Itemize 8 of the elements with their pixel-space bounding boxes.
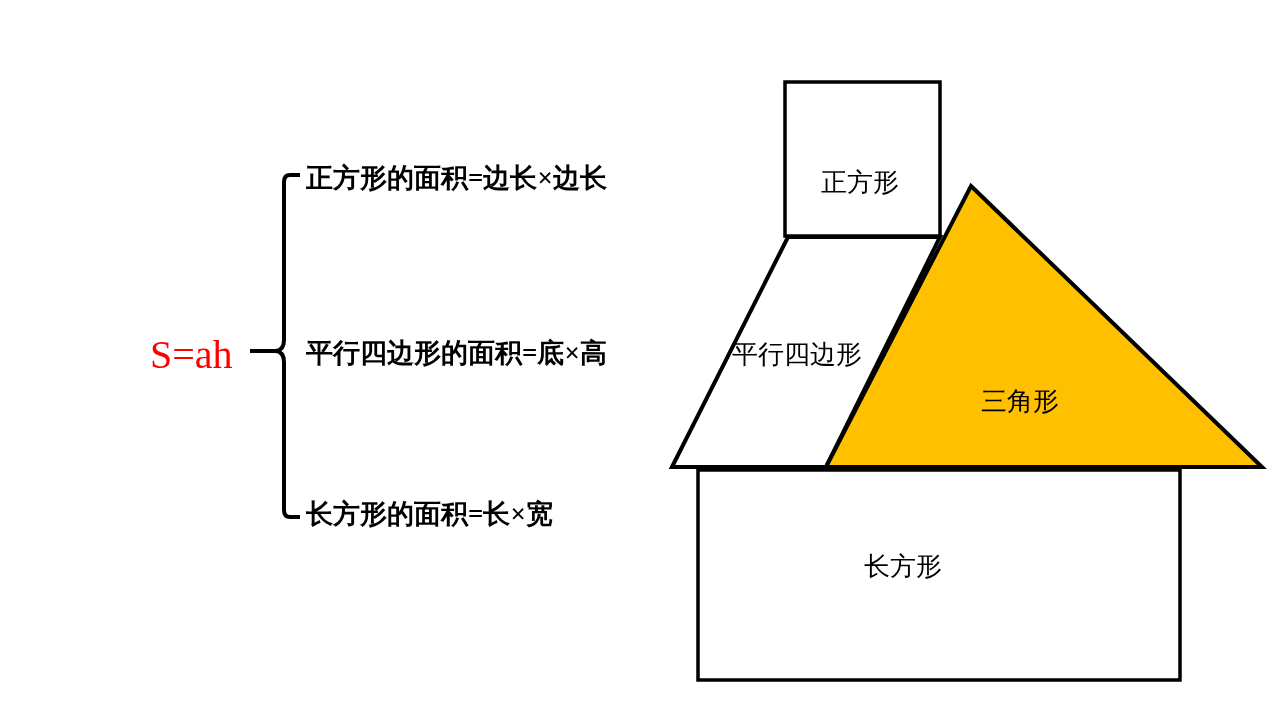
formula-text: S=ah <box>150 335 233 375</box>
formula-text: 正方形的面积=边长×边长 <box>306 165 607 192</box>
shape-label: 长方形 <box>864 554 942 580</box>
shape-label: 平行四边形 <box>732 342 862 368</box>
formula-text: 平行四边形的面积=底×高 <box>306 340 607 367</box>
formula-text: 长方形的面积=长×宽 <box>306 501 553 528</box>
shape-label: 正方形 <box>821 170 899 196</box>
shape-label: 三角形 <box>981 389 1059 415</box>
